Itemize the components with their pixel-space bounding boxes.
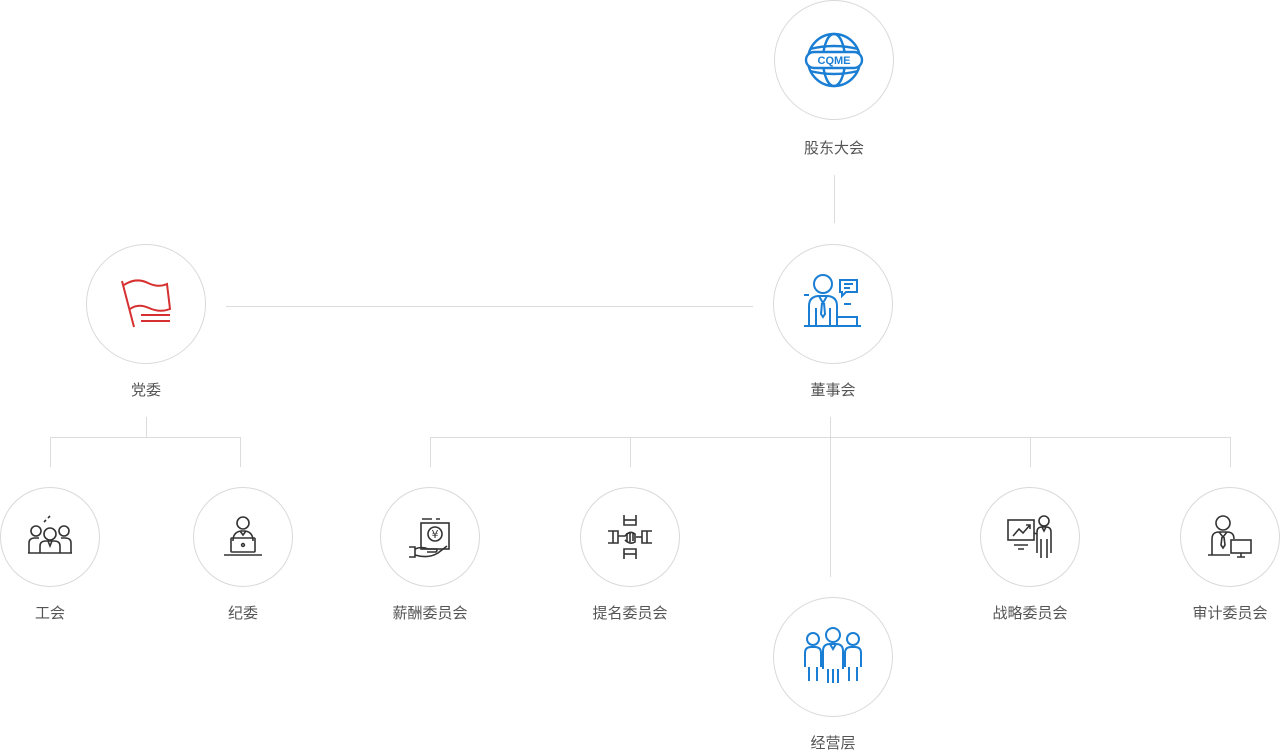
management-node bbox=[773, 597, 893, 717]
connector-party-down bbox=[146, 417, 147, 437]
team-icon bbox=[804, 627, 862, 683]
board-label: 董事会 bbox=[810, 381, 856, 399]
strategy-label: 战略委员会 bbox=[992, 604, 1068, 622]
group-icon bbox=[28, 515, 72, 554]
audit-label: 审计委员会 bbox=[1192, 604, 1268, 622]
connector-party-board bbox=[226, 306, 753, 307]
connector-shareholders-board bbox=[834, 175, 835, 223]
union-node bbox=[0, 487, 100, 587]
logo-text: CQME bbox=[818, 55, 851, 67]
chart-presenter-icon bbox=[1007, 515, 1052, 558]
globe-logo-icon: CQME bbox=[804, 32, 864, 88]
connector-party-branch bbox=[50, 437, 241, 438]
audit-node bbox=[1180, 487, 1280, 587]
connector-union bbox=[50, 437, 51, 467]
discipline-label: 纪委 bbox=[227, 604, 258, 622]
board-node bbox=[773, 244, 893, 364]
connector-compensation bbox=[430, 437, 431, 467]
connector-board-branch bbox=[430, 437, 1231, 438]
party-node bbox=[86, 244, 206, 364]
nomination-label: 提名委员会 bbox=[592, 604, 668, 622]
connector-audit bbox=[1230, 437, 1231, 467]
management-label: 经营层 bbox=[810, 734, 856, 752]
compensation-label: 薪酬委员会 bbox=[392, 604, 468, 622]
connector-strategy bbox=[1030, 437, 1031, 467]
shareholders-node: CQME bbox=[774, 0, 894, 120]
connector-board-management bbox=[830, 417, 831, 577]
compensation-node: ¥ bbox=[380, 487, 480, 587]
union-label: 工会 bbox=[34, 604, 65, 622]
shareholders-label: 股东大会 bbox=[803, 139, 864, 157]
connector-nomination bbox=[630, 437, 631, 467]
laptop-person-icon bbox=[224, 516, 262, 556]
nomination-node bbox=[580, 487, 680, 587]
computer-person-icon bbox=[1208, 515, 1252, 558]
party-label: 党委 bbox=[130, 381, 161, 399]
flag-icon bbox=[121, 279, 172, 328]
connector-discipline bbox=[240, 437, 241, 467]
strategy-node bbox=[980, 487, 1080, 587]
presenter-icon bbox=[804, 274, 861, 327]
money-hand-icon: ¥ bbox=[409, 518, 450, 558]
discipline-node bbox=[193, 487, 293, 587]
currency-symbol: ¥ bbox=[432, 528, 439, 541]
handshake-icon bbox=[608, 515, 652, 559]
